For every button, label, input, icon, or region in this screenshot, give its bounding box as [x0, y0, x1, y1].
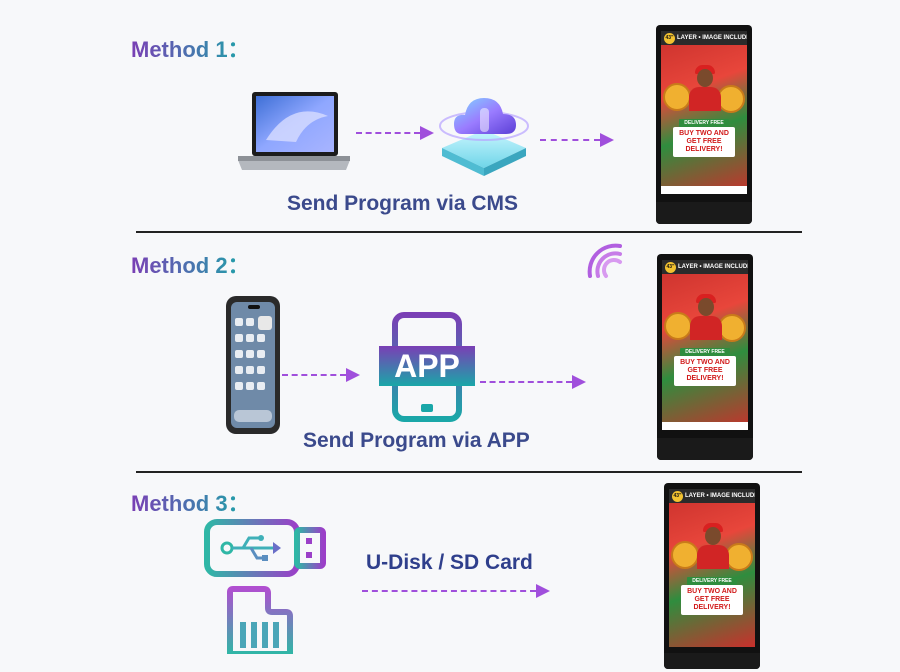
- laptop-icon: [238, 92, 350, 170]
- app-phone-icon: [379, 312, 475, 422]
- kiosk-screen: LAYER • IMAGE INCLUDED 43" DELIVERY FREE…: [662, 260, 748, 430]
- screen-header: LAYER • IMAGE INCLUDED: [669, 489, 755, 503]
- pizza-icon: [718, 314, 746, 342]
- method-3-caption: U-Disk / SD Card: [366, 551, 533, 574]
- arrow-phone-to-app: [282, 368, 360, 382]
- promo-text: BUY TWO AND GET FREE DELIVERY!: [674, 356, 736, 386]
- kiosk-display-1: LAYER • IMAGE INCLUDED 43" DELIVERY FREE…: [656, 25, 752, 224]
- delivery-man-icon: [690, 294, 722, 340]
- pizza-icon: [725, 543, 753, 571]
- delivery-man-icon: [697, 523, 729, 569]
- screen-header: LAYER • IMAGE INCLUDED: [661, 31, 747, 45]
- size-badge: 43": [665, 262, 676, 273]
- pizza-icon: [663, 83, 691, 111]
- divider-2: [136, 471, 802, 473]
- screen-footer: [661, 186, 747, 194]
- wifi-icon: [587, 243, 622, 278]
- promo-text: BUY TWO AND GET FREE DELIVERY!: [673, 127, 735, 157]
- app-label: APP: [394, 348, 460, 384]
- kiosk-screen: LAYER • IMAGE INCLUDED 43" DELIVERY FREE…: [661, 31, 747, 194]
- method-1-caption: Send Program via CMS: [287, 192, 519, 215]
- pizza-icon: [671, 541, 699, 569]
- method-2-caption: Send Program via APP: [303, 429, 530, 452]
- arrow-laptop-to-cloud: [356, 126, 434, 140]
- delivery-label: DELIVERY FREE: [687, 577, 737, 585]
- divider-1: [136, 231, 802, 233]
- method-3-title: Method 3：: [131, 486, 250, 518]
- screen-footer: [662, 422, 748, 430]
- promo-text: BUY TWO AND GET FREE DELIVERY!: [681, 585, 743, 615]
- method-2-title: Method 2：: [131, 248, 250, 280]
- arrow-app-to-display-2: [480, 375, 586, 389]
- delivery-label: DELIVERY FREE: [680, 348, 730, 356]
- kiosk-screen: LAYER • IMAGE INCLUDED 43" DELIVERY FREE…: [669, 489, 755, 647]
- sd-card-icon: [227, 586, 293, 654]
- cloud-platform-icon: [439, 98, 529, 176]
- method-1-title: Method 1：: [131, 32, 250, 64]
- arrow-cloud-to-display-1: [540, 133, 614, 147]
- kiosk-base: [664, 653, 760, 669]
- kiosk-base: [656, 202, 752, 224]
- screen-header: LAYER • IMAGE INCLUDED: [662, 260, 748, 274]
- delivery-man-icon: [689, 65, 721, 111]
- kiosk-display-2: LAYER • IMAGE INCLUDED 43" DELIVERY FREE…: [657, 254, 753, 460]
- usb-drive-icon: [204, 519, 326, 577]
- size-badge: 43": [664, 33, 675, 44]
- size-badge: 43": [672, 491, 683, 502]
- pizza-icon: [717, 85, 745, 113]
- smartphone-icon: [226, 296, 280, 434]
- delivery-label: DELIVERY FREE: [679, 119, 729, 127]
- kiosk-base: [657, 438, 753, 460]
- kiosk-display-3: LAYER • IMAGE INCLUDED 43" DELIVERY FREE…: [664, 483, 760, 669]
- arrow-storage-to-display-3: [362, 584, 550, 598]
- pizza-icon: [664, 312, 692, 340]
